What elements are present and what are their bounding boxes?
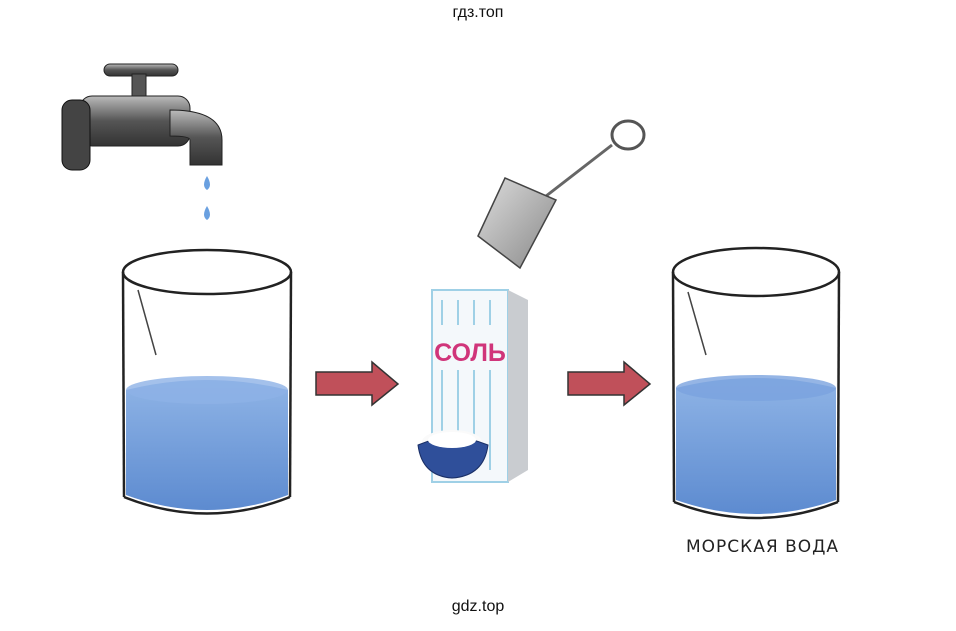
sea-water-label: МОРСКАЯ ВОДА	[686, 537, 839, 557]
arrow-right-icon	[315, 360, 400, 407]
scoop-icon	[477, 119, 646, 270]
faucet-icon	[61, 63, 223, 220]
watermark-top: гдз.топ	[452, 4, 504, 21]
salt-box-label: СОЛЬ	[434, 339, 506, 367]
arrow-right-icon	[567, 360, 652, 407]
watermark-bottom: gdz.top	[451, 598, 505, 615]
beaker-sea-water	[671, 246, 841, 520]
beaker-water	[121, 248, 293, 515]
salt-box: СОЛЬ	[431, 289, 528, 483]
salt-bowl-icon	[417, 430, 489, 479]
